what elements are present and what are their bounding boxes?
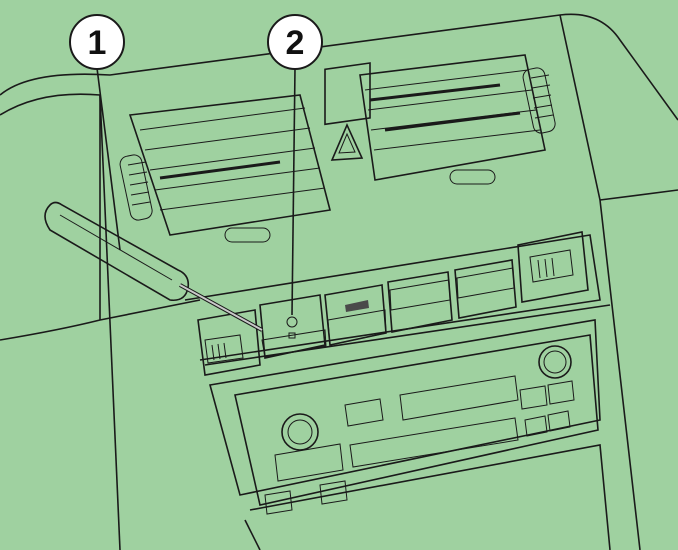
radio-preset-2[interactable] xyxy=(547,410,571,432)
right-seat-heater-switch[interactable] xyxy=(517,231,589,303)
switch-bank-lower-edge xyxy=(204,304,611,366)
hazard-triangle-icon xyxy=(330,123,364,161)
left-air-vent xyxy=(128,94,331,243)
radio-button-right-arrow[interactable] xyxy=(547,380,575,405)
dashboard-left-column xyxy=(99,94,121,550)
callout-2-leader xyxy=(291,67,296,316)
radio-eject-button[interactable] xyxy=(319,480,348,505)
switch-3-symbol-icon xyxy=(345,300,369,312)
lower-console-left xyxy=(244,519,261,550)
dashboard-left-edge xyxy=(0,93,101,320)
right-vent-thumbwheel xyxy=(449,169,496,185)
screwdriver-icon xyxy=(44,201,263,332)
left-seat-heater-switch[interactable] xyxy=(197,309,261,376)
left-vent-side-wheel xyxy=(119,154,153,221)
radio-button-a[interactable] xyxy=(344,398,384,427)
hazard-button[interactable] xyxy=(324,62,371,161)
radio-left-knob[interactable] xyxy=(281,413,319,451)
dashboard-right-ledge xyxy=(599,189,678,201)
callout-1-label: 1 xyxy=(88,24,107,62)
left-vent-thumbwheel xyxy=(224,227,271,243)
right-air-vent xyxy=(359,54,546,185)
radio-seek-button[interactable] xyxy=(274,443,344,482)
radio-preset-1[interactable] xyxy=(524,415,548,437)
dashboard-top-edge xyxy=(0,13,678,121)
switch-2-symbol-icon xyxy=(286,316,298,328)
switch-2[interactable] xyxy=(259,294,327,359)
callout-1: 1 xyxy=(69,14,125,70)
callout-2-label: 2 xyxy=(286,24,305,62)
radio-right-knob[interactable] xyxy=(538,345,572,379)
switch-4[interactable] xyxy=(387,271,453,333)
right-vent-side-wheel xyxy=(522,67,556,134)
callout-1-leader xyxy=(96,67,121,251)
switch-5[interactable] xyxy=(454,259,517,319)
radio-button-left-arrow[interactable] xyxy=(519,385,548,410)
lower-console-edge xyxy=(249,444,611,550)
radio-cassette-slot xyxy=(349,417,519,468)
dashboard-left-lower xyxy=(0,299,201,341)
callout-2: 2 xyxy=(267,14,323,70)
radio-unit xyxy=(208,319,601,515)
switch-3[interactable] xyxy=(324,284,387,346)
radio-display xyxy=(399,375,519,421)
